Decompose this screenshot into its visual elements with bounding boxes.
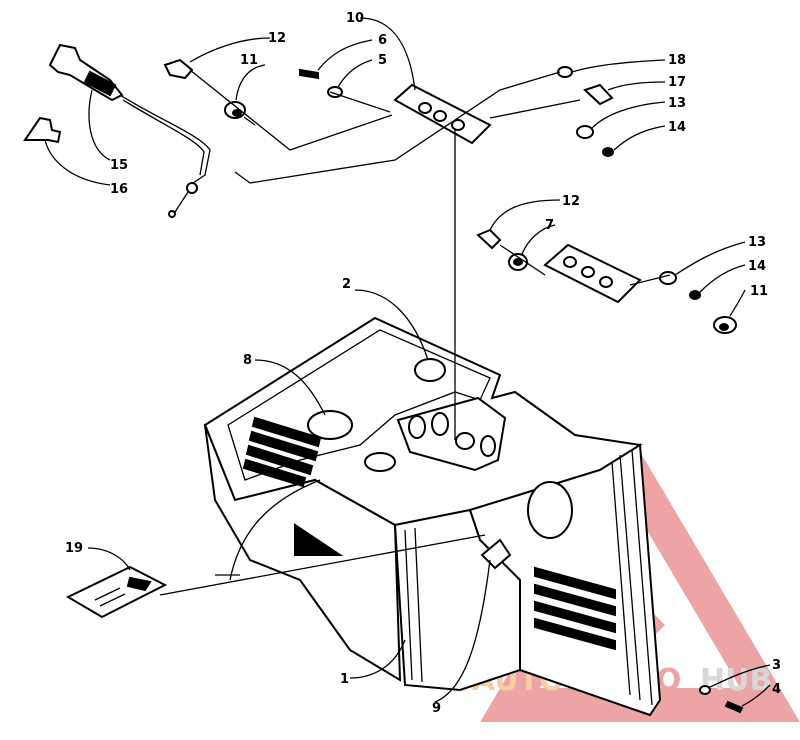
callout-4: 4 — [772, 682, 781, 697]
callout-16: 16 — [110, 182, 128, 197]
callout-19: 19 — [65, 541, 83, 556]
part-7-nut — [508, 253, 528, 271]
part-13-mid — [659, 271, 677, 285]
callout-5: 5 — [378, 53, 387, 68]
part-11-top — [224, 101, 256, 126]
part-10-panel-plate — [393, 83, 492, 145]
callout-8: 8 — [243, 353, 252, 368]
callout-15: 15 — [110, 158, 128, 173]
callout-18: 18 — [668, 53, 686, 68]
callout-leaders — [44, 17, 771, 707]
callout-7: 7 — [545, 218, 554, 233]
part-4-screw — [724, 700, 744, 714]
watermark-text-hub: HUB — [700, 663, 772, 698]
callout-12-top: 12 — [268, 31, 286, 46]
callout-11-mid: 11 — [750, 284, 768, 299]
part-3-washer — [699, 685, 711, 695]
decal-plate-part-19 — [65, 565, 168, 619]
callout-12-mid: 12 — [562, 194, 580, 209]
part-11-mid — [713, 316, 737, 334]
callout-17: 17 — [668, 75, 686, 90]
console-body — [203, 316, 662, 717]
callout-13-top: 13 — [668, 96, 686, 111]
callout-1: 1 — [340, 672, 349, 687]
callout-2: 2 — [342, 277, 351, 292]
callout-3: 3 — [772, 658, 781, 673]
part-13-top — [576, 125, 594, 139]
callout-14-mid: 14 — [748, 259, 766, 274]
callout-13-mid: 13 — [748, 235, 766, 250]
throttle-cable-assembly — [23, 43, 211, 218]
part-14-mid — [689, 290, 701, 300]
part-12-mid — [476, 228, 502, 250]
callout-14-top: 14 — [668, 120, 686, 135]
callout-10: 10 — [346, 11, 364, 26]
right-vent-slots — [534, 566, 616, 651]
callout-11-top: 11 — [240, 53, 258, 68]
mid-panel-plate — [543, 243, 642, 304]
part-14-top — [602, 147, 614, 157]
part-17 — [583, 83, 614, 106]
callout-9: 9 — [432, 701, 441, 716]
part-18 — [557, 66, 573, 78]
callout-6: 6 — [378, 33, 387, 48]
callout-labels: 1 2 3 4 5 6 7 8 9 10 11 11 12 12 13 13 1… — [65, 11, 781, 716]
left-vent-slots — [242, 416, 322, 488]
part-6-screw — [299, 68, 319, 80]
part-12-top — [163, 58, 194, 80]
